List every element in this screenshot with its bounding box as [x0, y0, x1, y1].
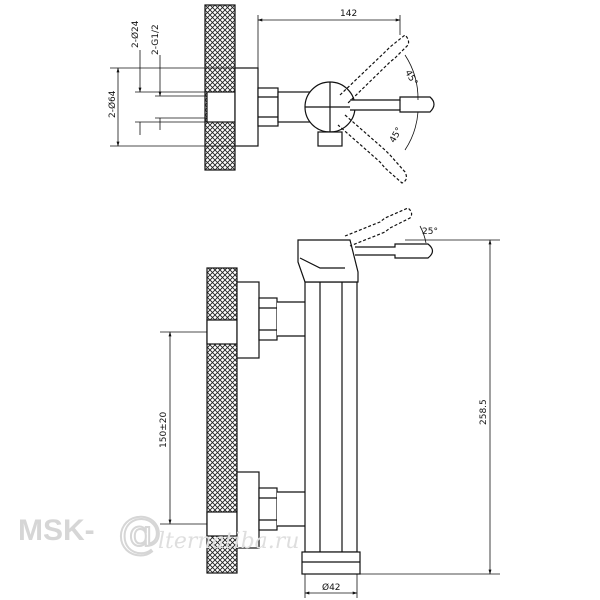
pipe-inlet-upper [206, 319, 238, 345]
watermark: MSK- @ lternatiba.ru [18, 507, 299, 560]
dim-g12: 2-G1/2 [151, 24, 161, 55]
dim-height: 258.5 [479, 399, 489, 425]
nut-lower [258, 487, 278, 531]
nut-top [257, 87, 279, 127]
nut-upper [258, 297, 278, 341]
outlet-stub-top [317, 131, 343, 147]
front-view [160, 207, 500, 598]
top-view [110, 4, 435, 184]
outlet-front [301, 551, 361, 575]
wall-section-top [204, 4, 236, 171]
dim-d64: 2-Ø64 [107, 90, 118, 118]
cartridge-head [297, 239, 359, 283]
watermark-at-symbol: @ [118, 508, 162, 559]
pipe-inlet-lower [206, 511, 238, 537]
lever-raised-front [344, 207, 413, 247]
watermark-suffix: lternatiba.ru [158, 529, 299, 554]
lever-handle-front [355, 243, 434, 259]
dim-d24: 2-Ø24 [130, 20, 141, 48]
lever-handle-top [350, 96, 435, 113]
lever-rotated-down-top [337, 114, 408, 184]
dim-width-142: 142 [340, 9, 357, 19]
dim-spacing: 150±20 [159, 412, 169, 448]
escutcheon-upper [236, 281, 260, 359]
mixer-body-front [304, 281, 358, 553]
dim-diameter: Ø42 [322, 582, 341, 593]
pipe-inlet-top [206, 91, 236, 123]
watermark-brand: MSK- [18, 514, 95, 547]
lever-rotated-up-top [339, 34, 410, 104]
escutcheon-top [234, 67, 259, 147]
dim-angle-front: 25° [422, 227, 438, 237]
dim-angle-lower: 45° [388, 126, 405, 145]
